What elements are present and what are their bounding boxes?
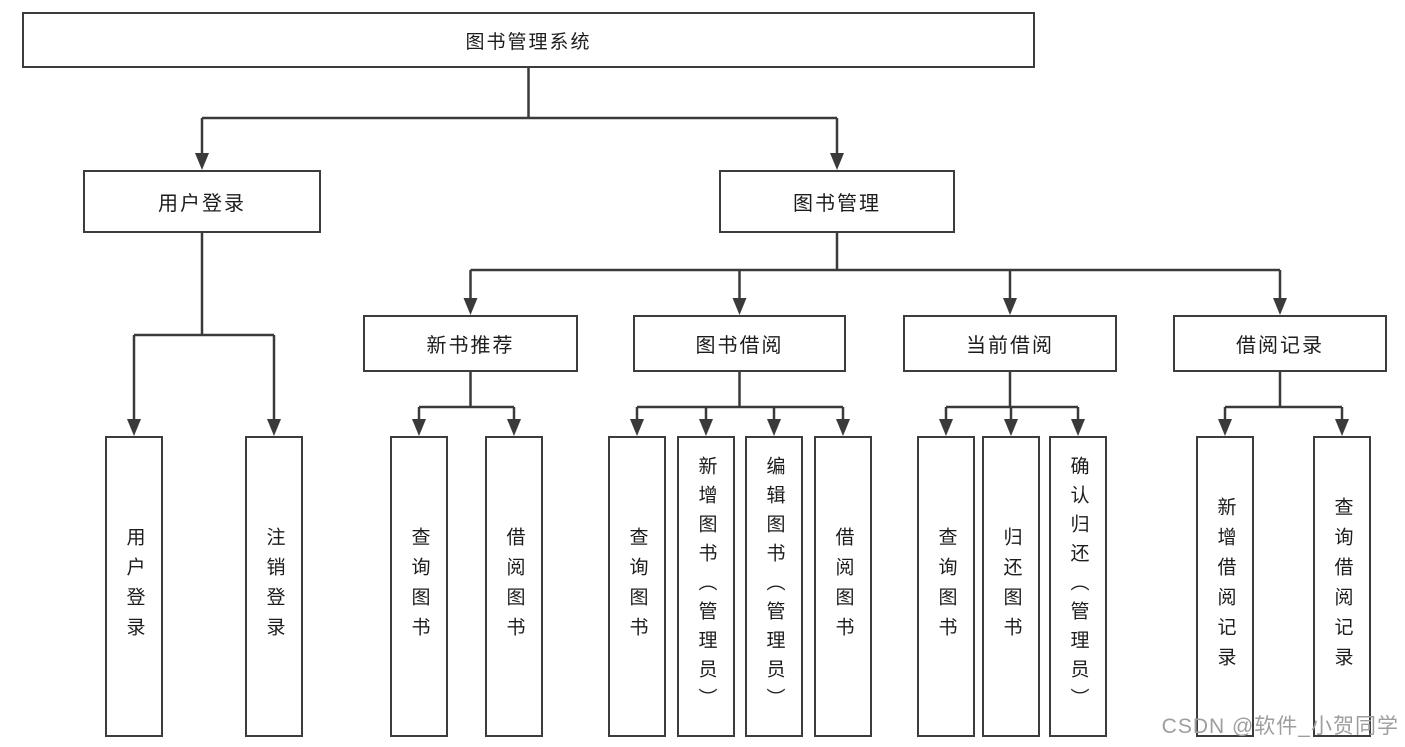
node-label: 查询借阅记录 [1331, 496, 1353, 677]
node-user-login: 用户登录 [83, 170, 321, 233]
node-leaf-return-book: 归还图书 [982, 436, 1040, 737]
node-leaf-logout: 注销登录 [245, 436, 303, 737]
node-label: 用户登录 [158, 193, 246, 215]
node-current-borrowing: 当前借阅 [903, 315, 1117, 372]
node-leaf-confirm-return-admin: 确认归还（管理员） [1049, 436, 1107, 737]
node-leaf-query-book: 查询图书 [917, 436, 975, 737]
node-label: 查询图书 [408, 526, 430, 647]
csdn-watermark: CSDN @软件_小贺同学 [1161, 715, 1399, 738]
node-label: 新增图书（管理员） [695, 456, 717, 717]
node-label: 新增借阅记录 [1214, 496, 1236, 677]
node-label: 用户登录 [123, 526, 145, 647]
node-label: 注销登录 [263, 526, 285, 647]
node-leaf-query-borrow-record: 查询借阅记录 [1313, 436, 1371, 737]
node-leaf-borrow-book: 借阅图书 [485, 436, 543, 737]
node-label: 借阅记录 [1236, 335, 1324, 357]
node-label: 借阅图书 [832, 526, 854, 647]
node-label: 新书推荐 [426, 335, 515, 357]
node-book-borrowing: 图书借阅 [633, 315, 846, 372]
node-leaf-borrow-book: 借阅图书 [814, 436, 872, 737]
node-label: 编辑图书（管理员） [763, 456, 785, 717]
node-borrowing-records: 借阅记录 [1173, 315, 1387, 372]
arrowhead-icons [127, 153, 1349, 436]
node-book-management: 图书管理 [719, 170, 955, 233]
node-label: 图书管理系统 [465, 31, 592, 53]
node-label: 图书管理 [793, 193, 881, 215]
node-root-system: 图书管理系统 [22, 12, 1035, 68]
node-leaf-add-book-admin: 新增图书（管理员） [677, 436, 735, 737]
node-leaf-query-book: 查询图书 [390, 436, 448, 737]
node-label: 当前借阅 [966, 335, 1054, 357]
node-leaf-user-login: 用户登录 [105, 436, 163, 737]
node-leaf-edit-book-admin: 编辑图书（管理员） [745, 436, 803, 737]
node-leaf-query-book: 查询图书 [608, 436, 666, 737]
node-label: 确认归还（管理员） [1067, 456, 1089, 717]
node-label: 图书借阅 [695, 335, 784, 357]
node-label: 查询图书 [935, 526, 957, 647]
node-leaf-add-borrow-record: 新增借阅记录 [1196, 436, 1254, 737]
node-label: 归还图书 [1000, 526, 1022, 647]
node-label: 查询图书 [626, 526, 648, 647]
node-label: 借阅图书 [503, 526, 525, 647]
node-new-book-recommendation: 新书推荐 [363, 315, 578, 372]
